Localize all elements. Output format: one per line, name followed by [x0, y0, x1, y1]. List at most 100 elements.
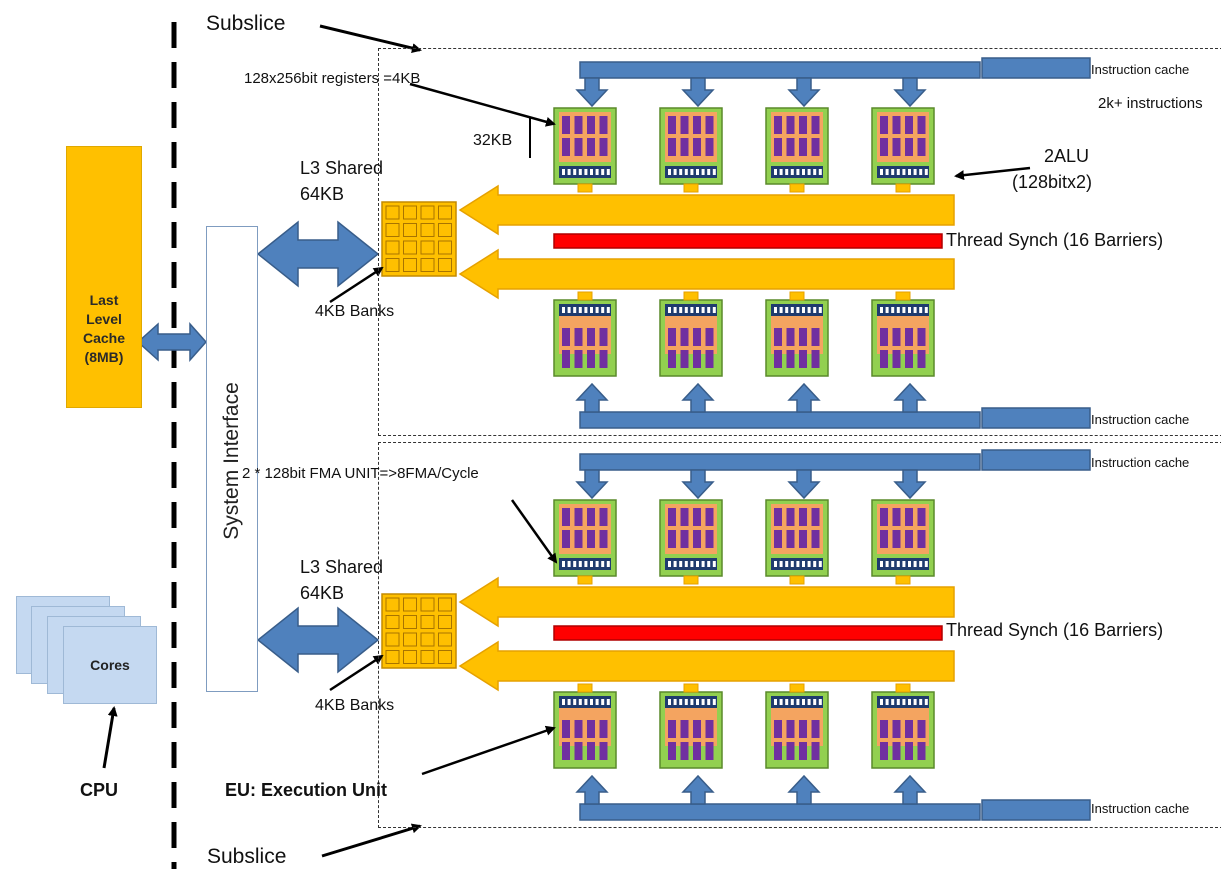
- eu-alu-lane: [562, 699, 565, 705]
- l3-bank: [438, 205, 452, 220]
- instruction-cache-block: [981, 799, 1091, 821]
- eu-alu-lane: [578, 169, 582, 175]
- banks-top-pointer: [329, 266, 384, 304]
- eu-register: [786, 350, 795, 368]
- eu-register: [705, 116, 714, 134]
- eu-alu-lane: [902, 561, 906, 567]
- eu-alu-lane: [908, 169, 911, 175]
- eu-register: [917, 328, 926, 346]
- eu-alu-lane: [595, 169, 599, 175]
- l3-bank: [385, 205, 400, 220]
- eu-alu-lane: [712, 307, 716, 313]
- eu-alu-lane: [679, 561, 683, 567]
- l3-bank: [385, 258, 400, 272]
- fma-label: 2 * 128bit FMA UNIT=>8FMA/Cycle: [242, 465, 479, 482]
- eu-alu-lane: [902, 169, 906, 175]
- eu-register: [774, 742, 782, 760]
- execution-unit: [765, 683, 829, 769]
- eu-alu-lane: [896, 307, 900, 313]
- eu-register: [774, 138, 782, 156]
- eu-alu-lane: [774, 699, 777, 705]
- instruction-feed-arrow: [893, 469, 927, 500]
- eu-register: [587, 116, 595, 134]
- eu-register: [786, 328, 795, 346]
- instruction-bus-top: [575, 57, 1091, 108]
- eu-register: [786, 508, 795, 526]
- alu-line1: 2ALU: [1044, 146, 1090, 166]
- instruction-feed-arrow: [681, 77, 715, 108]
- eu-alu-lane: [679, 169, 683, 175]
- l3-data-bus-lower: [458, 640, 955, 692]
- eu-register: [905, 742, 913, 760]
- eu-alu-lane: [919, 699, 923, 705]
- eu-alu-lane: [595, 307, 599, 313]
- eu-alu-lane: [673, 561, 677, 567]
- eu-alu-lane: [673, 307, 677, 313]
- last-level-cache: Last Level Cache (8MB): [66, 146, 142, 408]
- eu-register: [599, 508, 608, 526]
- eu-alu-lane: [668, 169, 671, 175]
- eu-register: [680, 530, 689, 548]
- eu-register: [587, 530, 595, 548]
- eu-alu-lane: [578, 307, 582, 313]
- eu-register: [562, 742, 570, 760]
- eu-register: [799, 530, 807, 548]
- instruction-bus-bar: [579, 453, 981, 471]
- banks-top-label: 4KB Banks: [315, 303, 395, 320]
- eu-alu-lane: [818, 307, 822, 313]
- eu-register: [774, 508, 782, 526]
- eu-register: [811, 742, 820, 760]
- eu-register: [680, 508, 689, 526]
- eu-register: [668, 116, 676, 134]
- l3-bank: [420, 205, 435, 220]
- eu-register: [786, 138, 795, 156]
- eu-register: [774, 328, 782, 346]
- eu-register: [599, 742, 608, 760]
- eu-register: [599, 138, 608, 156]
- l3-bank: [438, 240, 452, 255]
- eu-alu-lane: [924, 561, 928, 567]
- execution-unit: [659, 683, 723, 769]
- registers-size-label: 32KB: [473, 132, 513, 149]
- l3-bank: [438, 597, 452, 612]
- eu-register: [880, 350, 888, 368]
- l3-bank-grid: [381, 593, 457, 669]
- instruction-bus-bar: [579, 803, 981, 821]
- eu-alu-lane: [813, 699, 817, 705]
- eu-register: [574, 530, 583, 548]
- eu-alu-lane: [601, 561, 605, 567]
- eu-alu-lane: [573, 307, 577, 313]
- eu-register: [599, 530, 608, 548]
- eu-alu-lane: [818, 699, 822, 705]
- eu-alu-lane: [562, 169, 565, 175]
- eu-register: [574, 350, 583, 368]
- eu-alu-lane: [590, 307, 593, 313]
- eu-bus-connector: [895, 683, 911, 693]
- eu-alu-lane: [690, 699, 694, 705]
- eu-alu-lane: [902, 699, 906, 705]
- l3-bank: [403, 597, 417, 612]
- l3-bottom-line1: L3 Shared: [300, 557, 384, 577]
- eu-alu-lane: [813, 169, 817, 175]
- eu-alu-lane: [880, 307, 883, 313]
- eu-register: [587, 138, 595, 156]
- eu-bus-connector: [577, 683, 593, 693]
- instruction-feed-arrow: [681, 469, 715, 500]
- eu-register: [668, 138, 676, 156]
- execution-unit: [871, 499, 935, 585]
- eu-alu-lane: [567, 169, 571, 175]
- eu-alu-lane: [701, 307, 705, 313]
- eu-alu-lane: [573, 561, 577, 567]
- subslice-bottom-label: Subslice: [207, 845, 287, 868]
- instructions-count-label: 2k+ instructions: [1098, 95, 1203, 112]
- eu-alu-lane: [584, 307, 588, 313]
- eu-alu-lane: [567, 699, 571, 705]
- eu-register: [599, 720, 608, 738]
- l3-bank: [420, 240, 435, 255]
- eu-alu-lane: [785, 561, 789, 567]
- eu-alu-lane: [590, 169, 593, 175]
- system-interface-label: System Interface: [220, 382, 243, 540]
- eu-register: [693, 742, 701, 760]
- eu-alu-lane: [779, 307, 783, 313]
